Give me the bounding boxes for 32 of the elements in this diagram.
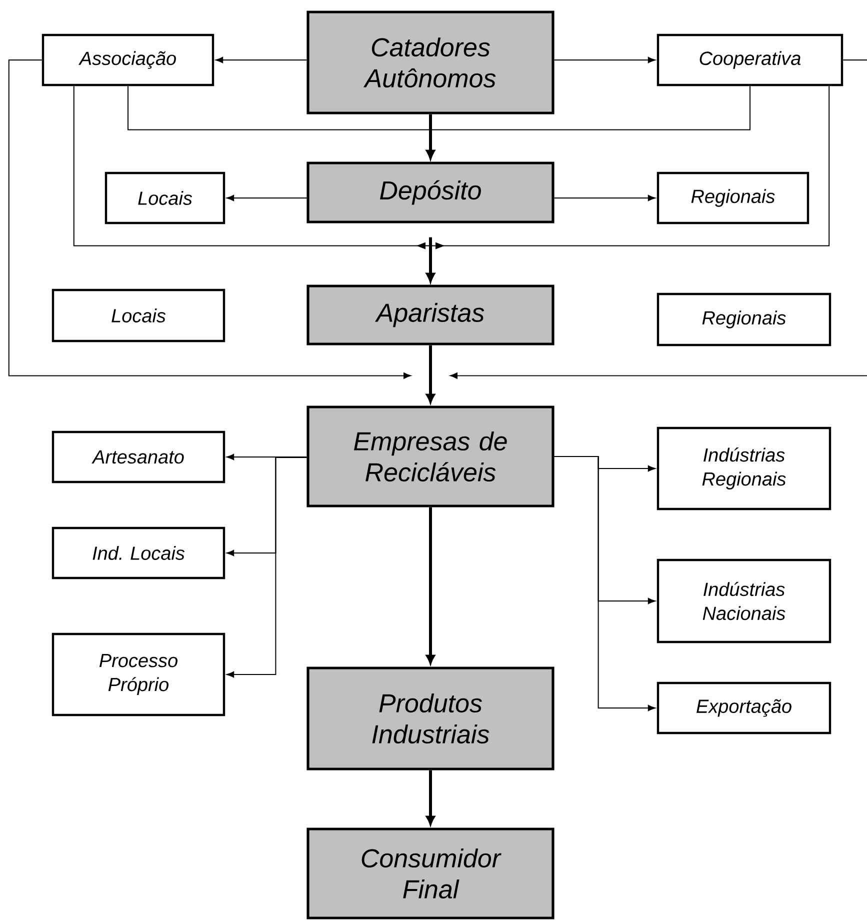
category-box: Locais bbox=[104, 172, 226, 224]
category-box: Processo Próprio bbox=[52, 632, 226, 716]
thick-arrow bbox=[426, 345, 435, 403]
arrow bbox=[554, 194, 656, 202]
process-box: Empresas de Recicláveis bbox=[306, 406, 554, 508]
category-box: Associação bbox=[42, 34, 214, 86]
category-box: Locais bbox=[52, 288, 226, 342]
process-box: Catadores Autônomos bbox=[306, 10, 554, 114]
category-box: Regionais bbox=[656, 172, 810, 224]
arrow bbox=[8, 60, 411, 379]
arrow bbox=[226, 457, 308, 678]
category-box: Exportação bbox=[656, 682, 832, 734]
arrow bbox=[226, 194, 308, 202]
arrow bbox=[216, 56, 308, 64]
arrow bbox=[226, 454, 308, 460]
arrow bbox=[427, 86, 750, 160]
thick-arrow bbox=[426, 770, 435, 825]
process-box: Consumidor Final bbox=[306, 828, 554, 920]
process-box: Produtos Industriais bbox=[306, 666, 554, 770]
process-box: Depósito bbox=[306, 162, 554, 224]
arrow bbox=[450, 60, 867, 379]
process-box: Aparistas bbox=[306, 284, 554, 346]
category-box: Cooperativa bbox=[656, 34, 844, 86]
category-box: Regionais bbox=[656, 292, 832, 346]
thick-arrow bbox=[426, 237, 435, 282]
category-box: Ind. Locais bbox=[52, 526, 226, 580]
category-box: Artesanato bbox=[52, 430, 226, 484]
category-box: Indústrias Regionais bbox=[656, 426, 832, 510]
thick-arrow bbox=[426, 507, 435, 664]
arrow bbox=[554, 456, 656, 712]
arrow bbox=[554, 56, 656, 64]
category-box: Indústrias Nacionais bbox=[656, 558, 832, 644]
